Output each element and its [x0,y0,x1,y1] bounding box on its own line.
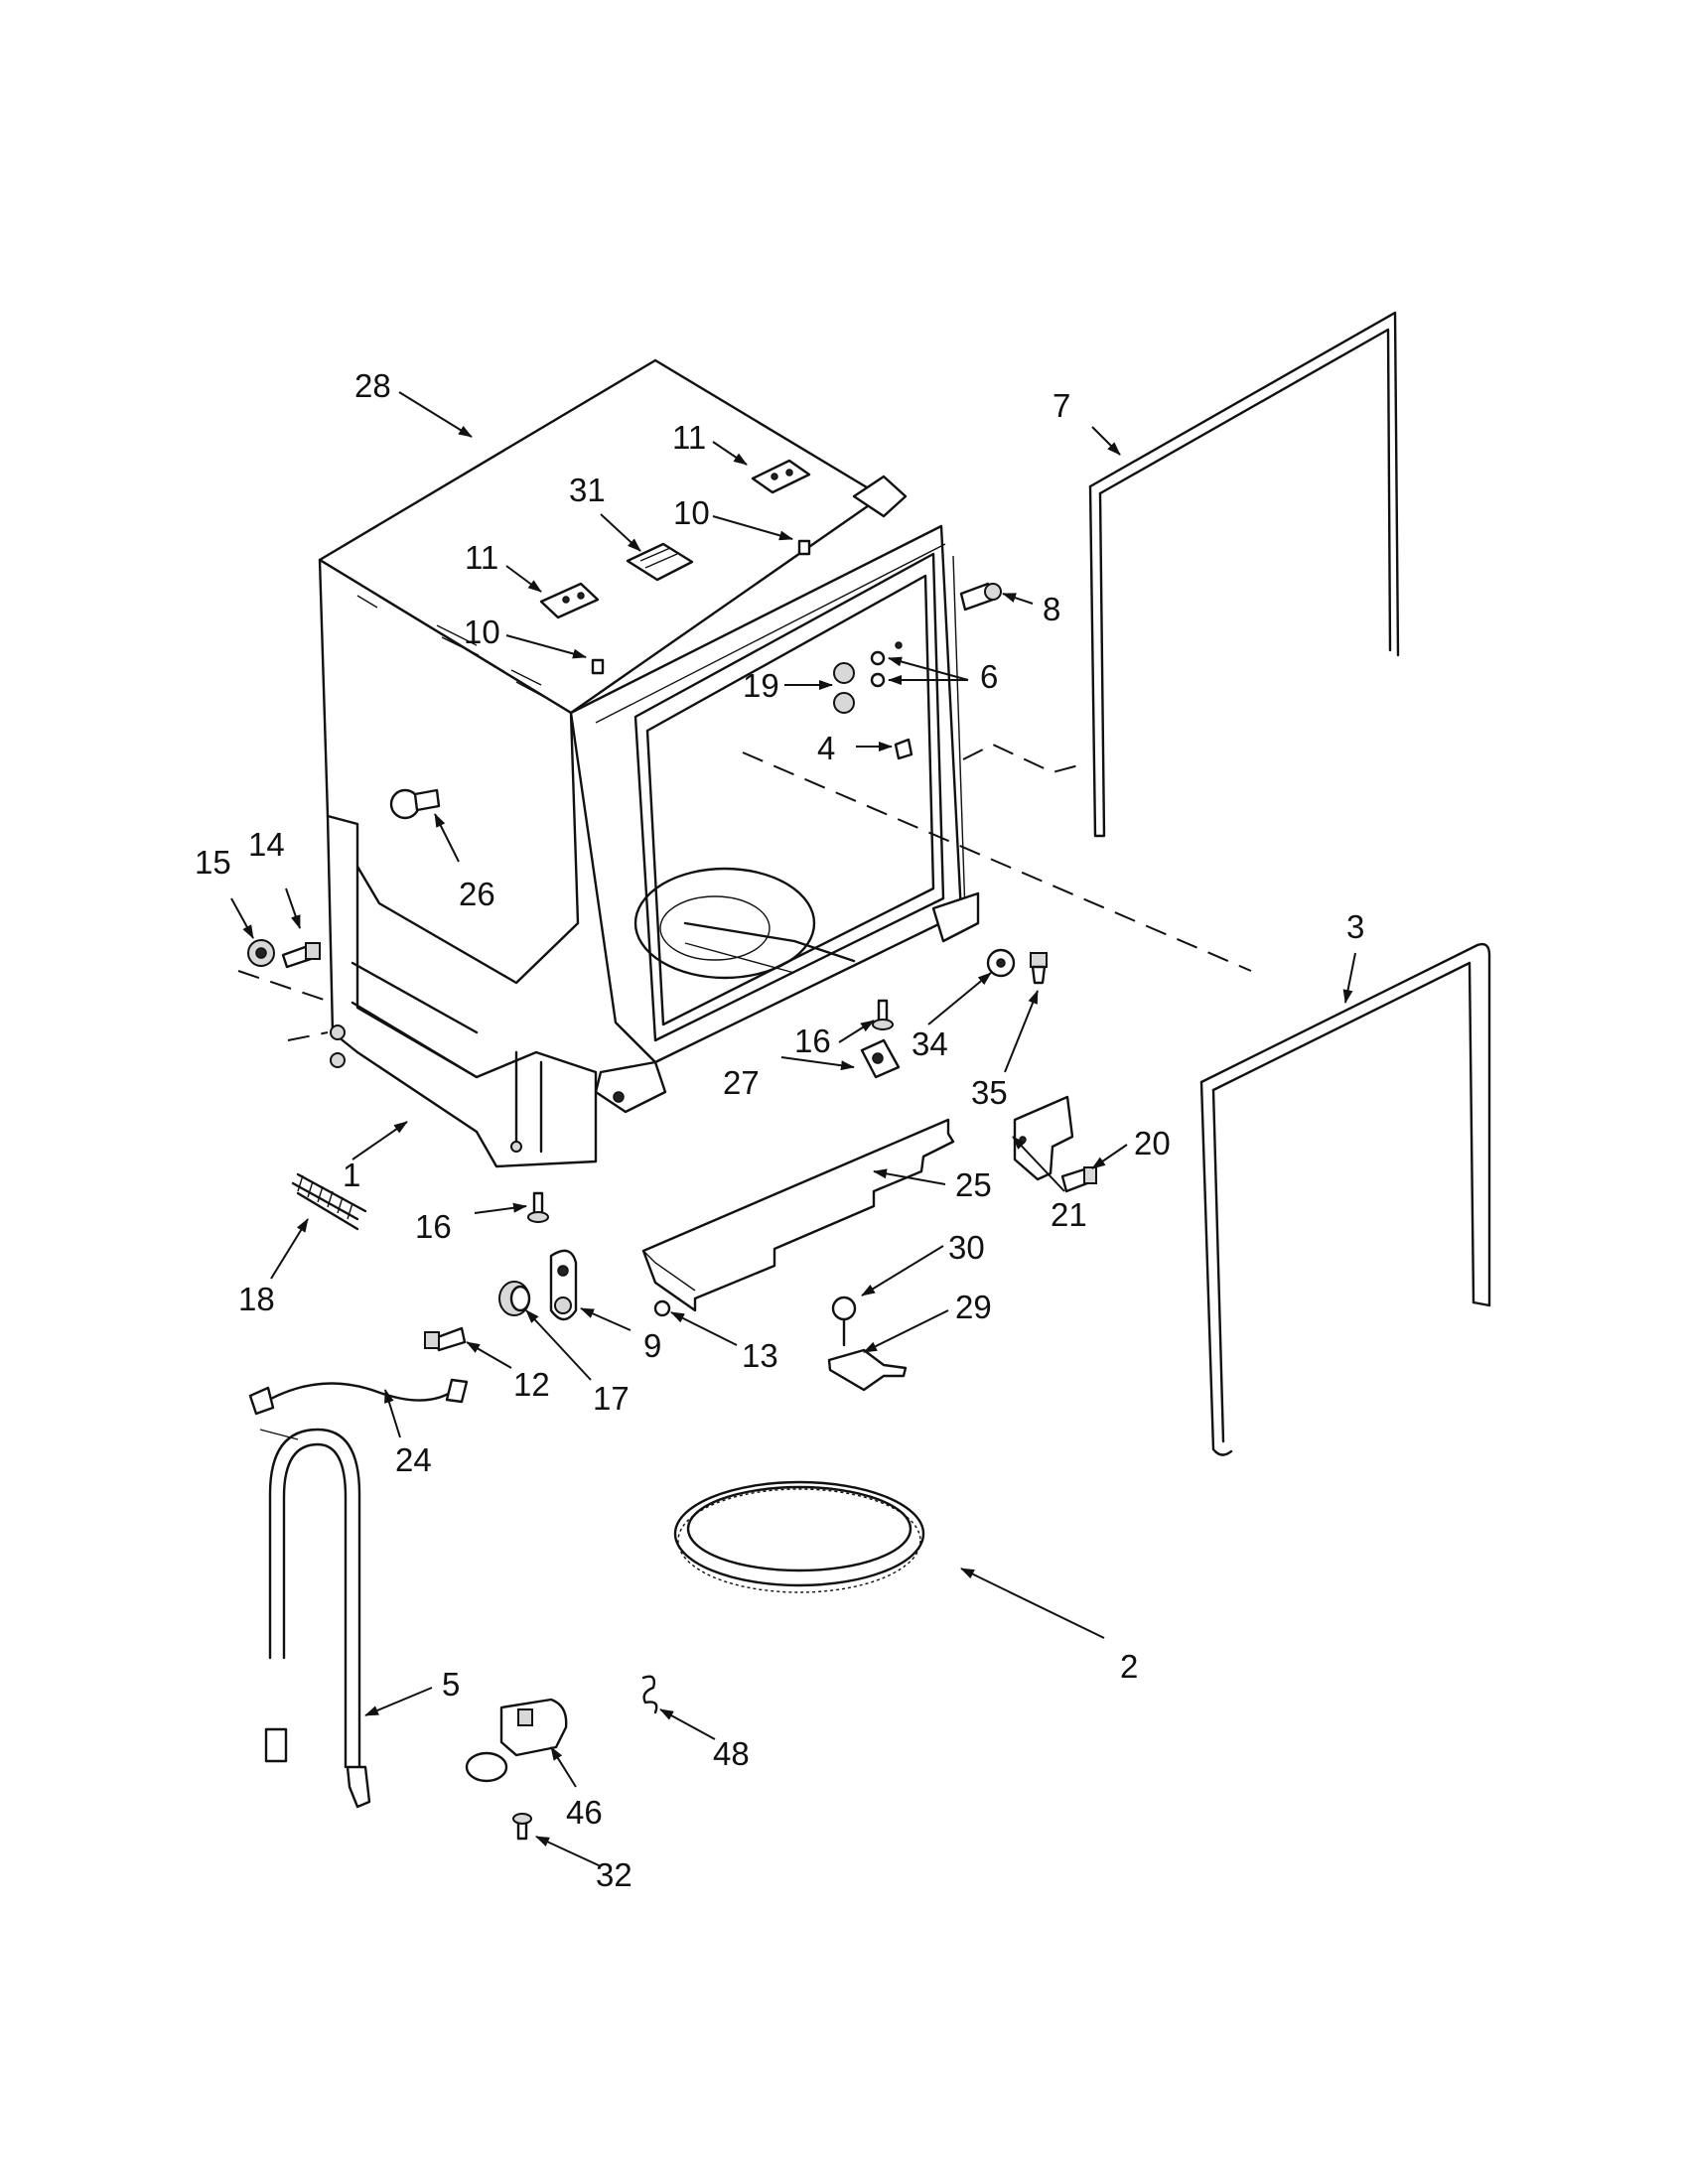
alignment-line-left [237,970,334,1041]
callout-24: 24 [395,1441,432,1478]
wire-24 [248,1378,469,1416]
leveling-leg-16-lower [527,1191,549,1223]
callout-7: 7 [1052,387,1070,424]
callout-16: 16 [794,1023,831,1059]
screw-10-lower [591,658,605,675]
callout-11: 11 [465,539,498,576]
callout-18: 18 [238,1281,275,1317]
callout-11: 11 [672,419,706,456]
callout-labels: 28 11 31 10 11 10 7 8 19 6 4 26 15 14 3 … [195,367,1364,1893]
callout-28: 28 [354,367,391,404]
callout-26: 26 [459,876,495,912]
callout-27: 27 [723,1064,760,1101]
callout-19: 19 [743,667,779,704]
callout-8: 8 [1043,591,1060,627]
callout-46: 46 [566,1794,603,1831]
valve-46 [465,1698,568,1783]
callout-20: 20 [1134,1125,1171,1161]
callout-30: 30 [948,1229,985,1266]
callout-17: 17 [593,1380,630,1417]
bracket-29 [827,1348,908,1392]
callout-2: 2 [1120,1648,1138,1685]
screw-13 [653,1299,671,1317]
callout-48: 48 [713,1735,750,1772]
ring-2 [673,1480,925,1593]
gasket-3 [1199,942,1491,1456]
gasket-7 [1088,311,1400,838]
callout-16: 16 [415,1208,452,1245]
wheel-34 [986,948,1016,978]
screw-12 [424,1326,467,1352]
callout-12: 12 [513,1366,550,1403]
callout-1: 1 [343,1157,360,1193]
callout-3: 3 [1346,908,1364,945]
alignment-line-right [742,751,1252,972]
callout-34: 34 [912,1025,948,1062]
callout-21: 21 [1051,1196,1087,1233]
screw-21 [1060,1166,1097,1193]
callout-29: 29 [955,1289,992,1325]
callout-10: 10 [464,614,500,650]
screw-32 [512,1813,532,1841]
bracket-20 [1013,1095,1074,1181]
plug-26 [389,788,441,820]
callout-32: 32 [596,1856,632,1893]
spring-18 [291,1172,367,1231]
callout-5: 5 [442,1666,460,1703]
hinge-bracket-lower [539,582,600,619]
float-switch-30 [831,1296,857,1347]
nut-15 [247,939,275,967]
callout-25: 25 [955,1166,992,1203]
screw-14 [281,942,321,969]
bolt-8 [959,582,1002,612]
spring-clip-48 [641,1675,658,1714]
screw-10-upper [797,539,811,556]
panel-25 [641,1118,955,1312]
leader-lines [230,391,1356,1867]
callout-9: 9 [643,1327,661,1364]
leveling-leg-16-upper [872,999,894,1030]
hose-5 [259,1428,371,1809]
callout-10: 10 [673,494,710,531]
callout-13: 13 [742,1337,778,1374]
alignment-line-gasket [962,743,1083,774]
cam-9 [549,1249,578,1321]
callout-6: 6 [980,658,998,695]
callout-15: 15 [195,844,231,881]
vent-part [626,542,694,582]
inlet-fittings [833,641,913,760]
callout-35: 35 [971,1074,1008,1111]
callout-31: 31 [569,472,606,508]
roller-17 [498,1281,531,1316]
bolt-35 [1030,952,1048,985]
callout-4: 4 [817,730,835,766]
tub-assembly [318,358,980,1168]
hinge-bracket-upper [751,459,811,494]
callout-14: 14 [248,826,285,863]
bracket-27 [860,1038,901,1079]
